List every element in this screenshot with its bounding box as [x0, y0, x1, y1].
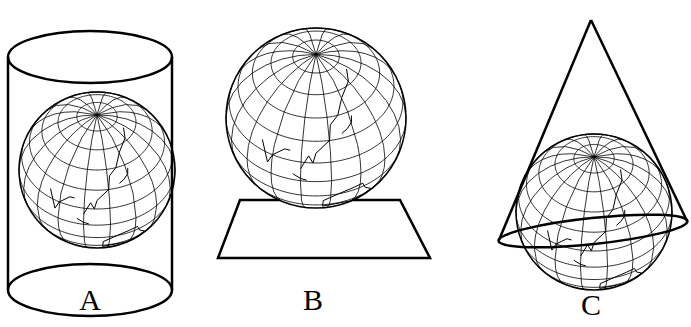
projection-letter: B: [303, 285, 323, 315]
graticule: [516, 134, 672, 289]
globe-outline: [226, 28, 406, 208]
cylinder-surface: [8, 31, 172, 290]
coastline: [548, 170, 642, 289]
globe-outline: [516, 134, 672, 290]
coastline: [51, 128, 145, 247]
globe: [19, 92, 175, 248]
globe: [516, 134, 672, 290]
projection-letter: C: [581, 290, 601, 320]
graticule: [19, 92, 175, 247]
cone-surface: [497, 20, 689, 254]
globe-group: [19, 28, 672, 290]
graticule: [226, 28, 406, 207]
projection-letter: A: [79, 285, 101, 315]
plane-surface: [218, 200, 430, 258]
globe-outline: [19, 92, 175, 248]
globe: [226, 28, 406, 208]
cylinder-surface: [8, 264, 172, 316]
coastline: [262, 69, 370, 206]
